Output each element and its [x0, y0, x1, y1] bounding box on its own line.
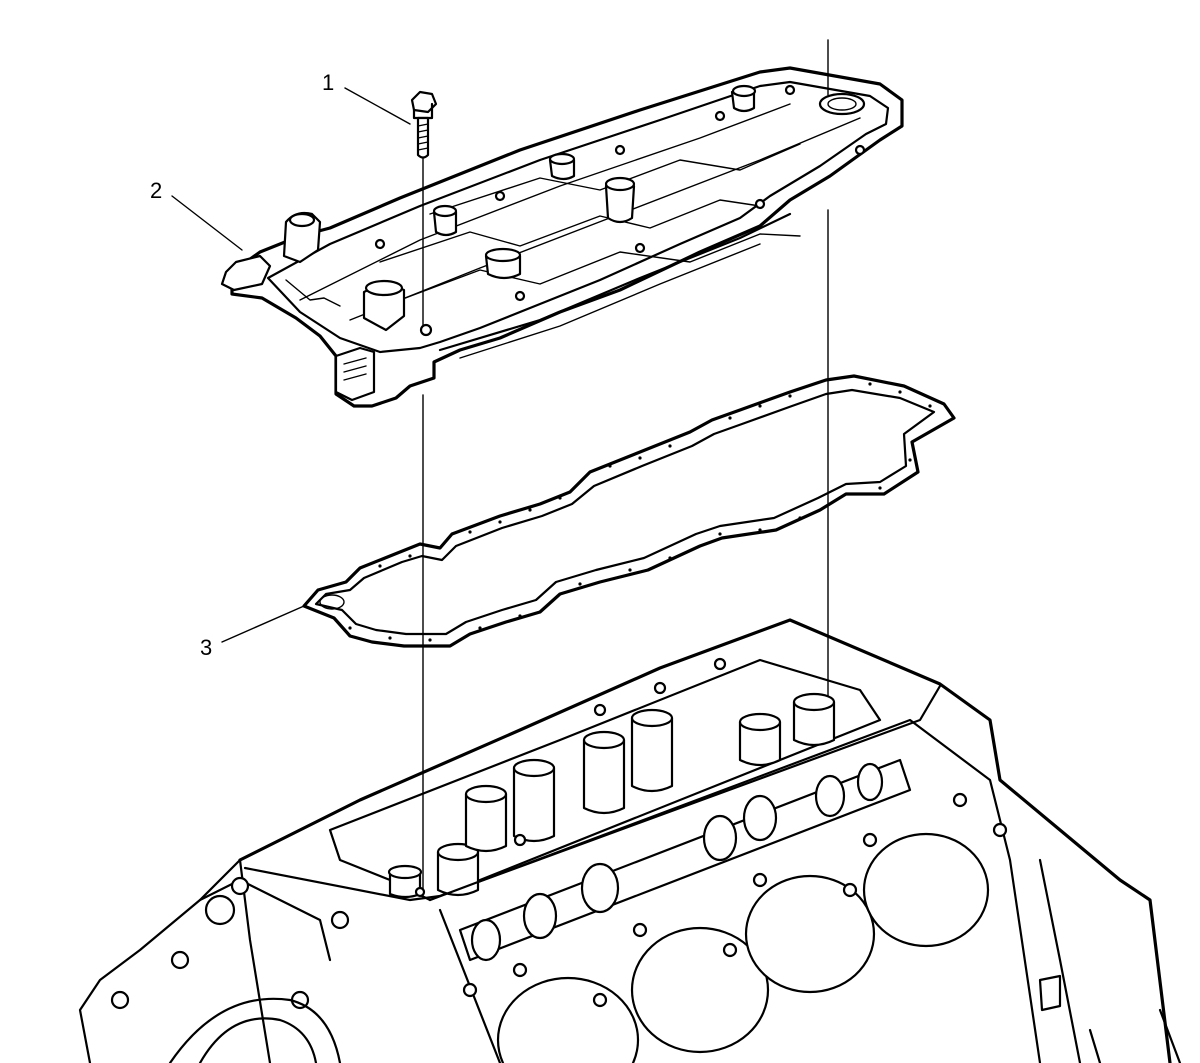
gasket-perforations: [348, 382, 932, 642]
valley-cover-connector: [334, 346, 376, 402]
valley-cover-sensor: [220, 254, 272, 292]
block-valley: [328, 658, 882, 902]
cylinder-bores: [496, 832, 990, 1063]
callout-3-label: 3: [200, 635, 212, 660]
camshaft-lobes: [470, 762, 884, 962]
bolt-shank: [416, 116, 430, 159]
engine-block: [78, 618, 1182, 1063]
gasket-inner: [314, 388, 936, 636]
block-front-face: [78, 858, 242, 1063]
callout-3: 3: [200, 605, 305, 660]
valley-cover-gasket: [302, 374, 956, 648]
valley-cover-oil-hole: [818, 92, 866, 116]
valley-cover-rim: [266, 80, 890, 354]
lifter-bores: [387, 692, 836, 899]
block-side-fitting: [1038, 974, 1062, 1012]
bolt: [410, 90, 438, 159]
front-cover-boss: [204, 894, 236, 926]
front-seal-housing: [168, 997, 342, 1063]
valley-cover-outline: [230, 66, 904, 408]
callout-2-label: 2: [150, 178, 162, 203]
block-deck-outline: [238, 618, 1172, 1063]
callout-1-leader: [344, 87, 411, 125]
gasket-oil-port: [319, 594, 345, 610]
valley-cover-bolt-holes: [374, 84, 866, 337]
callout-2-leader: [171, 195, 243, 251]
callout-1-label: 1: [322, 70, 334, 95]
gasket-outer: [302, 374, 956, 648]
deck-bolt-holes: [414, 657, 1008, 1008]
callout-2: 2: [150, 178, 243, 251]
callout-1: 1: [322, 70, 411, 125]
valley-cover-boss: [604, 184, 636, 224]
callout-3-leader: [221, 605, 305, 643]
valley-cover-assembly: [220, 66, 904, 408]
